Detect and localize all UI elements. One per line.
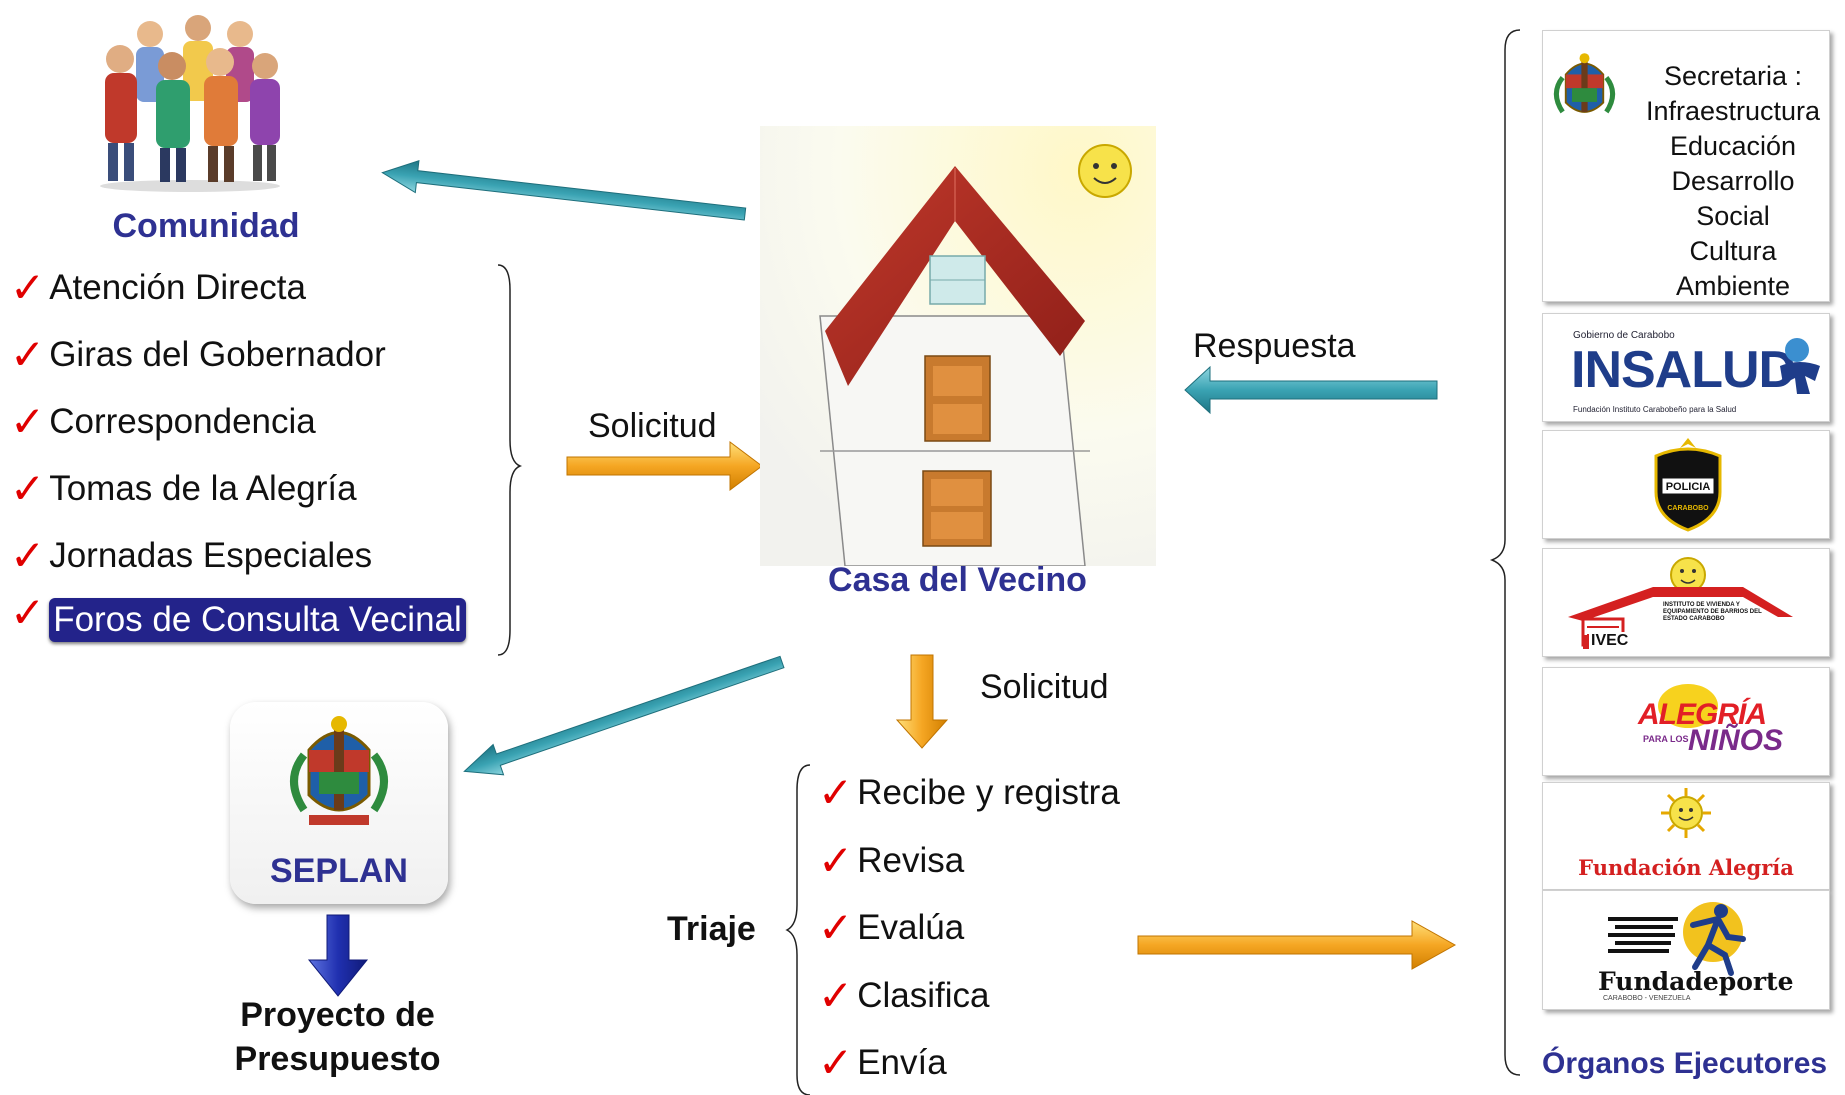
sun-icon [1661, 788, 1711, 838]
triage-step-label: Recibe y registra [857, 773, 1120, 812]
check-icon: ✓ [10, 464, 46, 513]
solicitud-down-label: Solicitud [980, 668, 1109, 706]
triage-title: Triaje [667, 910, 756, 948]
organs-title: Órganos Ejecutores [1542, 1047, 1828, 1080]
triage-step-label: Envía [857, 1043, 947, 1082]
sun-icon [1670, 557, 1706, 593]
channel-label: Giras del Gobernador [49, 335, 386, 374]
arrow-solicitud-down [895, 654, 949, 749]
ivec-logo: IVEC INSTITUTO DE VIVIENDA Y EQUIPAMIENT… [1542, 548, 1830, 657]
triage-step-label: Evalúa [857, 908, 965, 947]
house-icon [760, 126, 1156, 566]
fundacion-alegria-logo: Fundación Alegría [1542, 782, 1830, 890]
triage-step: ✓Revisa [818, 840, 964, 882]
alegria-ninos-wordmark: NIÑOS [1688, 724, 1784, 757]
check-icon: ✓ [10, 263, 46, 312]
community-title: Comunidad [112, 207, 300, 245]
policia-logo: POLICIA CARABOBO [1542, 430, 1830, 539]
brace-triage [785, 764, 811, 1095]
check-icon: ✓ [10, 397, 46, 446]
channel-label: Jornadas Especiales [49, 536, 373, 575]
channel-label: Foros de Consulta Vecinal [49, 598, 466, 642]
arrow-solicitud-in [566, 441, 763, 491]
channel-item: ✓Giras del Gobernador [10, 334, 386, 376]
brace-organs [1489, 29, 1521, 1076]
secretaria-line: Cultura [1689, 236, 1777, 266]
alegria-ninos-logo: ALEGRÍA PARA LOS NIÑOS [1542, 667, 1830, 776]
coat-of-arms-icon [1553, 53, 1616, 114]
channel-item-highlighted: ✓Foros de Consulta Vecinal [10, 592, 466, 642]
check-icon: ✓ [818, 1038, 854, 1087]
alegria-para-los: PARA LOS [1643, 734, 1689, 744]
seplan-card: SEPLAN [230, 702, 448, 904]
child-figure-icon [1780, 338, 1820, 394]
secretaria-line: Desarrollo [1671, 166, 1795, 196]
seplan-title: SEPLAN [270, 852, 408, 890]
solicitud-in-label: Solicitud [588, 407, 717, 445]
alegria-wordmark: ALEGRÍA [1638, 698, 1767, 731]
triage-step: ✓Evalúa [818, 907, 964, 949]
secretaria-line: Social [1696, 201, 1770, 231]
check-icon: ✓ [10, 588, 46, 637]
sun-icon [1078, 144, 1132, 198]
fundacion-alegria-wordmark: Fundación Alegría [1578, 855, 1794, 880]
secretaria-logo: Secretaria : Infraestructura Educación D… [1542, 30, 1830, 302]
insalud-sub-text: Fundación Instituto Carabobeño para la S… [1573, 405, 1737, 414]
check-icon: ✓ [10, 330, 46, 379]
secretaria-line: Secretaria : [1663, 61, 1803, 91]
arrow-to-organs [1137, 920, 1457, 970]
insalud-logo: Gobierno de Carabobo INSALUD Fundación I… [1542, 313, 1830, 422]
triage-step: ✓Recibe y registra [818, 772, 1120, 814]
brace-channels [497, 264, 523, 656]
arrow-to-presupuesto [307, 914, 369, 997]
check-icon: ✓ [818, 768, 854, 817]
check-icon: ✓ [10, 531, 46, 580]
insalud-top-text: Gobierno de Carabobo [1573, 330, 1675, 341]
runner-icon [1608, 902, 1746, 976]
alegria-blob-icon [1658, 684, 1718, 728]
people-group-icon [100, 15, 280, 192]
channel-item: ✓Tomas de la Alegría [10, 468, 357, 510]
triage-step-label: Revisa [857, 841, 965, 880]
respuesta-label: Respuesta [1193, 327, 1356, 365]
channel-item: ✓Atención Directa [10, 267, 306, 309]
casa-title: Casa del Vecino [828, 561, 1087, 599]
channel-label: Atención Directa [49, 268, 306, 307]
check-icon: ✓ [818, 836, 854, 885]
secretaria-line: Ambiente [1675, 271, 1791, 301]
arrow-respuesta [1184, 365, 1438, 415]
channel-label: Tomas de la Alegría [49, 469, 357, 508]
triage-step: ✓Clasifica [818, 975, 989, 1017]
channel-label: Correspondencia [49, 402, 316, 441]
secretaria-line: Infraestructura [1645, 96, 1821, 126]
coat-of-arms-icon [290, 716, 388, 825]
presupuesto-label: Proyecto de Presupuesto [234, 996, 441, 1078]
check-icon: ✓ [818, 903, 854, 952]
fundadeporte-sub-text: CARABOBO - VENEZUELA [1603, 995, 1691, 1002]
fundadeporte-wordmark: Fundadeporte [1598, 967, 1794, 996]
channel-item: ✓Correspondencia [10, 401, 316, 443]
police-badge-icon: POLICIA CARABOBO [1654, 438, 1722, 532]
ivec-sub-text: INSTITUTO DE VIVIENDA Y EQUIPAMIENTO DE … [1663, 602, 1762, 622]
insalud-wordmark: INSALUD [1571, 341, 1796, 399]
policia-sub-text: CARABOBO [1667, 505, 1709, 512]
arrow-to-seplan [463, 655, 785, 776]
triage-step-label: Clasifica [857, 976, 990, 1015]
arrow-to-community [381, 160, 747, 221]
secretaria-line: Educación [1669, 131, 1797, 161]
channel-item: ✓Jornadas Especiales [10, 535, 372, 577]
check-icon: ✓ [818, 971, 854, 1020]
fundadeporte-logo: Fundadeporte CARABOBO - VENEZUELA [1542, 890, 1830, 1010]
ivec-wordmark: IVEC [1589, 632, 1631, 650]
triage-step: ✓Envía [818, 1042, 947, 1084]
policia-wordmark: POLICIA [1666, 481, 1711, 493]
